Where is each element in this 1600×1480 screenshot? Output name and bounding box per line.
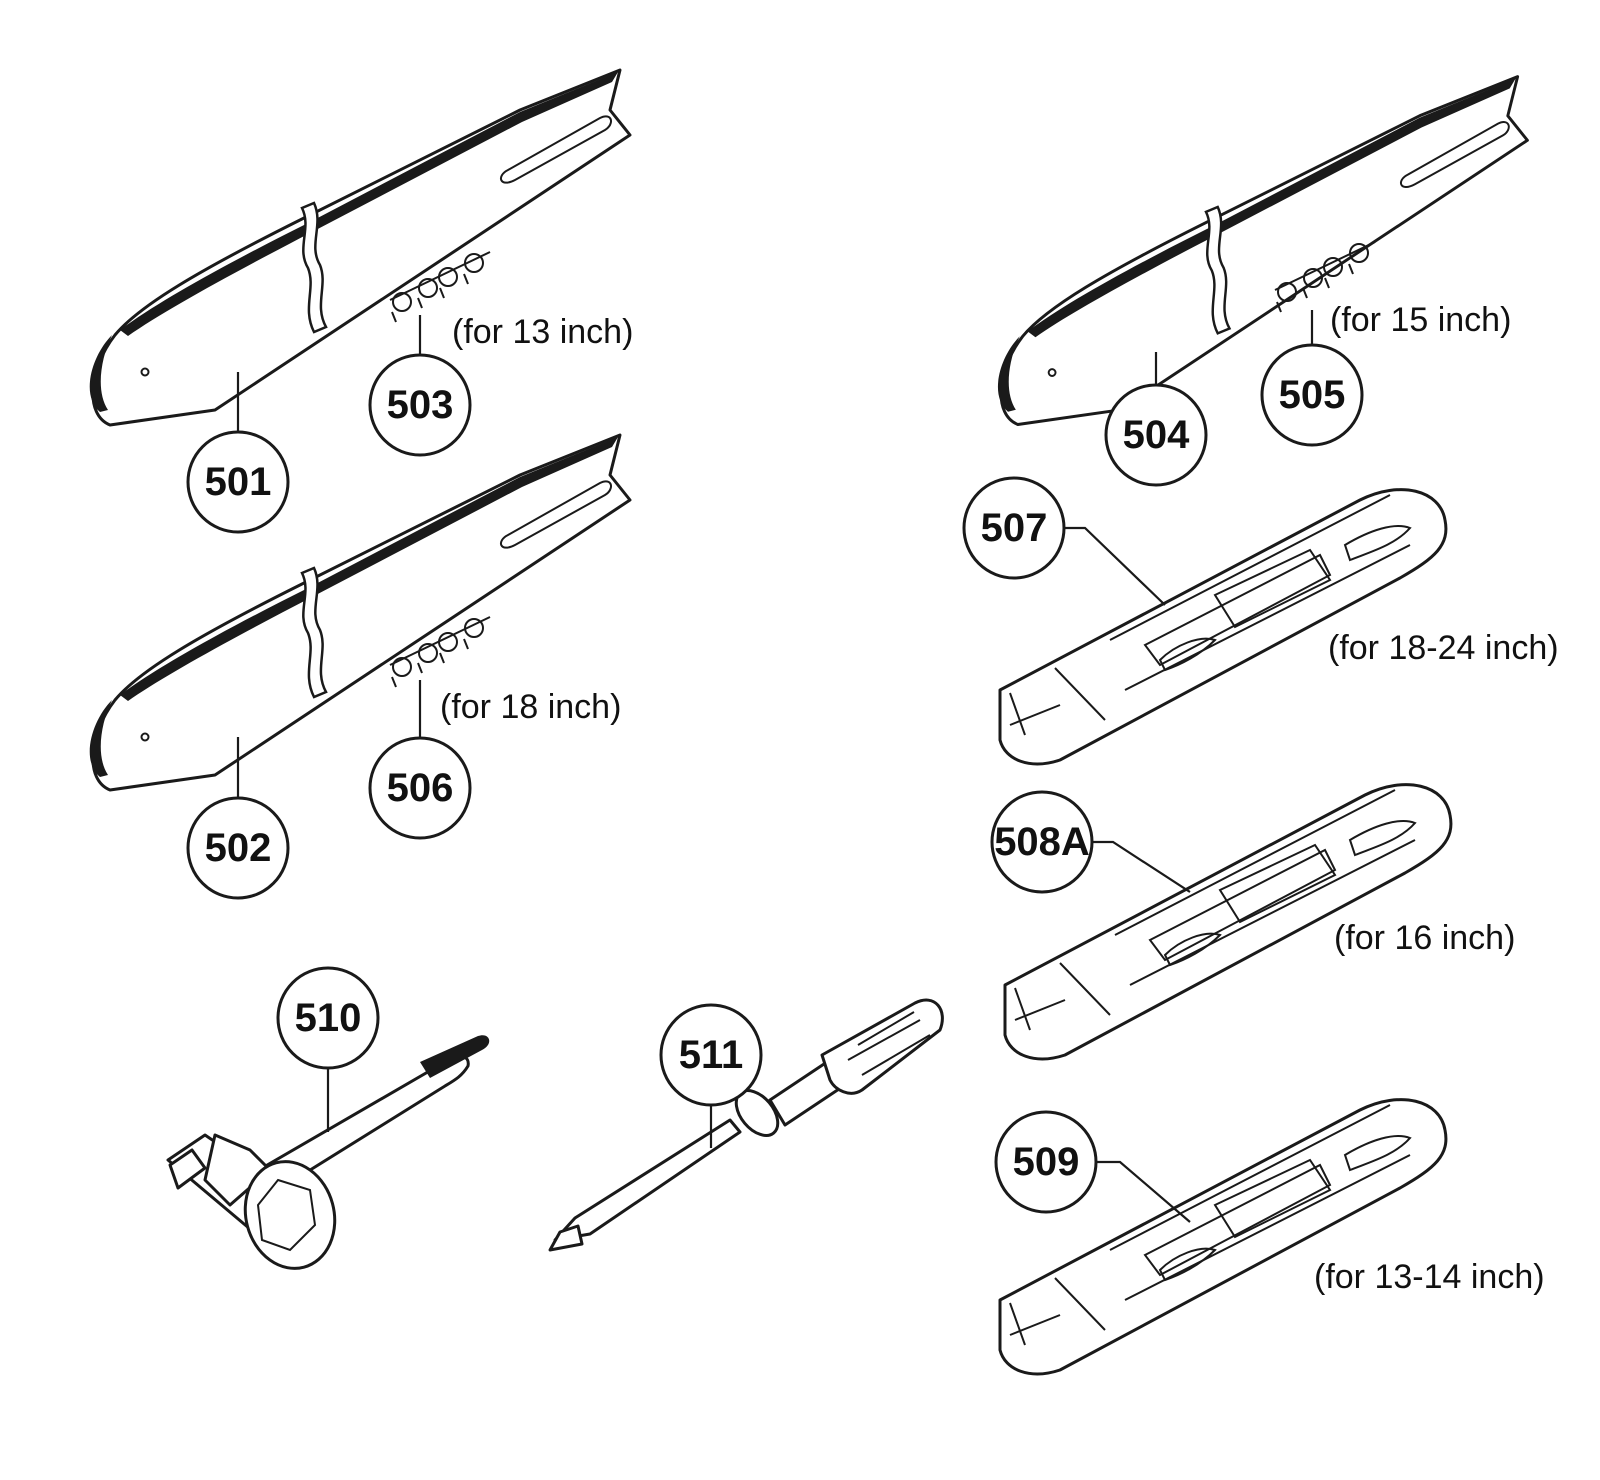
callout-label: 508A — [994, 820, 1090, 864]
callout-label: 501 — [205, 460, 272, 504]
callout-label: 509 — [1013, 1140, 1080, 1184]
callout-509: 509 — [994, 1110, 1098, 1214]
note-506: (for 18 inch) — [440, 688, 621, 726]
callout-label: 502 — [205, 826, 272, 870]
note-508A: (for 16 inch) — [1334, 919, 1515, 957]
callout-508A: 508A — [990, 790, 1094, 894]
callout-505: 505 — [1260, 343, 1364, 447]
callout-506: 506 — [368, 736, 472, 840]
callout-502: 502 — [186, 796, 290, 900]
note-507: (for 18-24 inch) — [1328, 629, 1559, 667]
callout-504: 504 — [1104, 383, 1208, 487]
callout-503: 503 — [368, 353, 472, 457]
callout-label: 510 — [295, 996, 362, 1040]
guide-bar-icon — [88, 68, 632, 427]
note-505: (for 15 inch) — [1330, 301, 1511, 339]
bar-cover-icon — [998, 488, 1448, 766]
note-503: (for 13 inch) — [452, 313, 633, 351]
callout-507: 507 — [962, 476, 1066, 580]
callout-label: 504 — [1123, 413, 1190, 457]
callout-label: 503 — [387, 383, 454, 427]
callout-510: 510 — [276, 966, 380, 1070]
callout-511: 511 — [659, 1003, 763, 1107]
note-509: (for 13-14 inch) — [1314, 1258, 1545, 1296]
screwdriver-icon — [548, 998, 944, 1252]
guide-bar-icon — [88, 433, 632, 792]
spark-plug-wrench-icon — [166, 1035, 490, 1270]
callout-label: 505 — [1279, 373, 1346, 417]
callout-label: 507 — [981, 506, 1048, 550]
callout-label: 511 — [679, 1033, 744, 1077]
callout-label: 506 — [387, 766, 454, 810]
callout-501: 501 — [186, 430, 290, 534]
guide-bar-icon — [996, 75, 1529, 426]
